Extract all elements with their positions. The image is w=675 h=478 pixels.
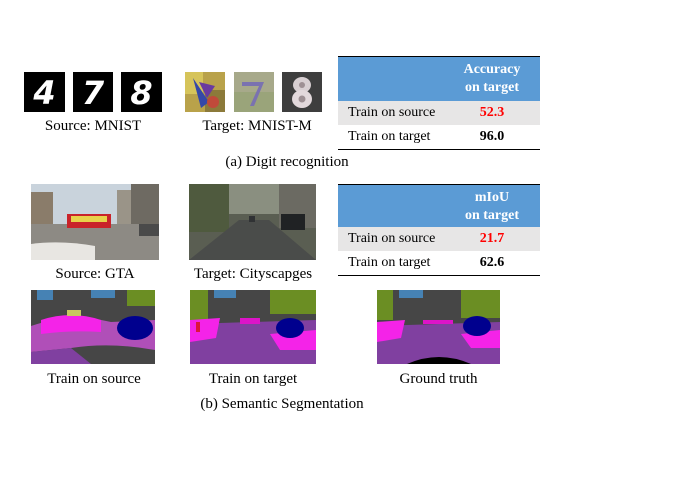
- result-caption-target: Train on target: [208, 371, 298, 387]
- mnist-source-images: 4 7 8: [24, 72, 172, 112]
- row-label: Train on source: [348, 231, 436, 246]
- mnist-digit-glyph: 7: [82, 74, 105, 112]
- segmentation-source-prediction: [31, 290, 155, 364]
- mnist-digit-image: 7: [73, 72, 113, 112]
- row-value: 62.6: [479, 255, 505, 270]
- result-caption-source: Train on source: [47, 371, 141, 387]
- row-value: 96.0: [479, 129, 505, 144]
- digit-results-table: Accuracy on target Train on source 52.3 …: [338, 56, 540, 150]
- table-header-line1: Accuracy: [463, 62, 521, 77]
- cityscapes-target-image: [189, 184, 316, 260]
- table-header-line1: mIoU: [474, 190, 510, 205]
- mnist-digit-glyph: 8: [130, 74, 152, 112]
- row-value: 21.7: [479, 231, 505, 246]
- table-row: Train on target 62.6: [338, 251, 540, 276]
- mnistm-digit-image: [282, 72, 322, 112]
- mnistm-digit-image: [185, 72, 225, 112]
- table-header: mIoU on target: [338, 184, 540, 227]
- source-mnist-caption: Source: MNIST: [44, 118, 142, 134]
- mnist-digit-glyph: 4: [32, 74, 55, 112]
- segmentation-ground-truth: [377, 290, 500, 364]
- segmentation-target-prediction: [190, 290, 316, 364]
- target-mnistm-caption: Target: MNIST-M: [202, 118, 312, 134]
- table-row: Train on target 96.0: [338, 125, 540, 150]
- mnistm-digit-image: [234, 72, 274, 112]
- row-value: 52.3: [479, 105, 505, 120]
- table-row: Train on source 52.3: [338, 101, 540, 125]
- mnistm-target-images: [185, 72, 325, 112]
- row-label: Train on target: [348, 129, 431, 144]
- gta-source-image: [31, 184, 159, 260]
- source-gta-caption: Source: GTA: [55, 266, 135, 282]
- result-caption-ground-truth: Ground truth: [399, 371, 478, 387]
- table-row: Train on source 21.7: [338, 227, 540, 251]
- table-header-line2: on target: [464, 80, 520, 95]
- table-header: Accuracy on target: [338, 56, 540, 101]
- subfigure-a-caption: (a) Digit recognition: [225, 154, 349, 170]
- mnist-digit-image: 4: [24, 72, 65, 112]
- subfigure-b-caption: (b) Semantic Segmentation: [200, 396, 364, 412]
- mnist-digit-image: 8: [121, 72, 162, 112]
- target-cityscapes-caption: Target: Cityscapges: [193, 266, 313, 282]
- segmentation-results-table: mIoU on target Train on source 21.7 Trai…: [338, 184, 540, 276]
- table-header-line2: on target: [464, 208, 520, 223]
- row-label: Train on source: [348, 105, 436, 120]
- row-label: Train on target: [348, 255, 431, 270]
